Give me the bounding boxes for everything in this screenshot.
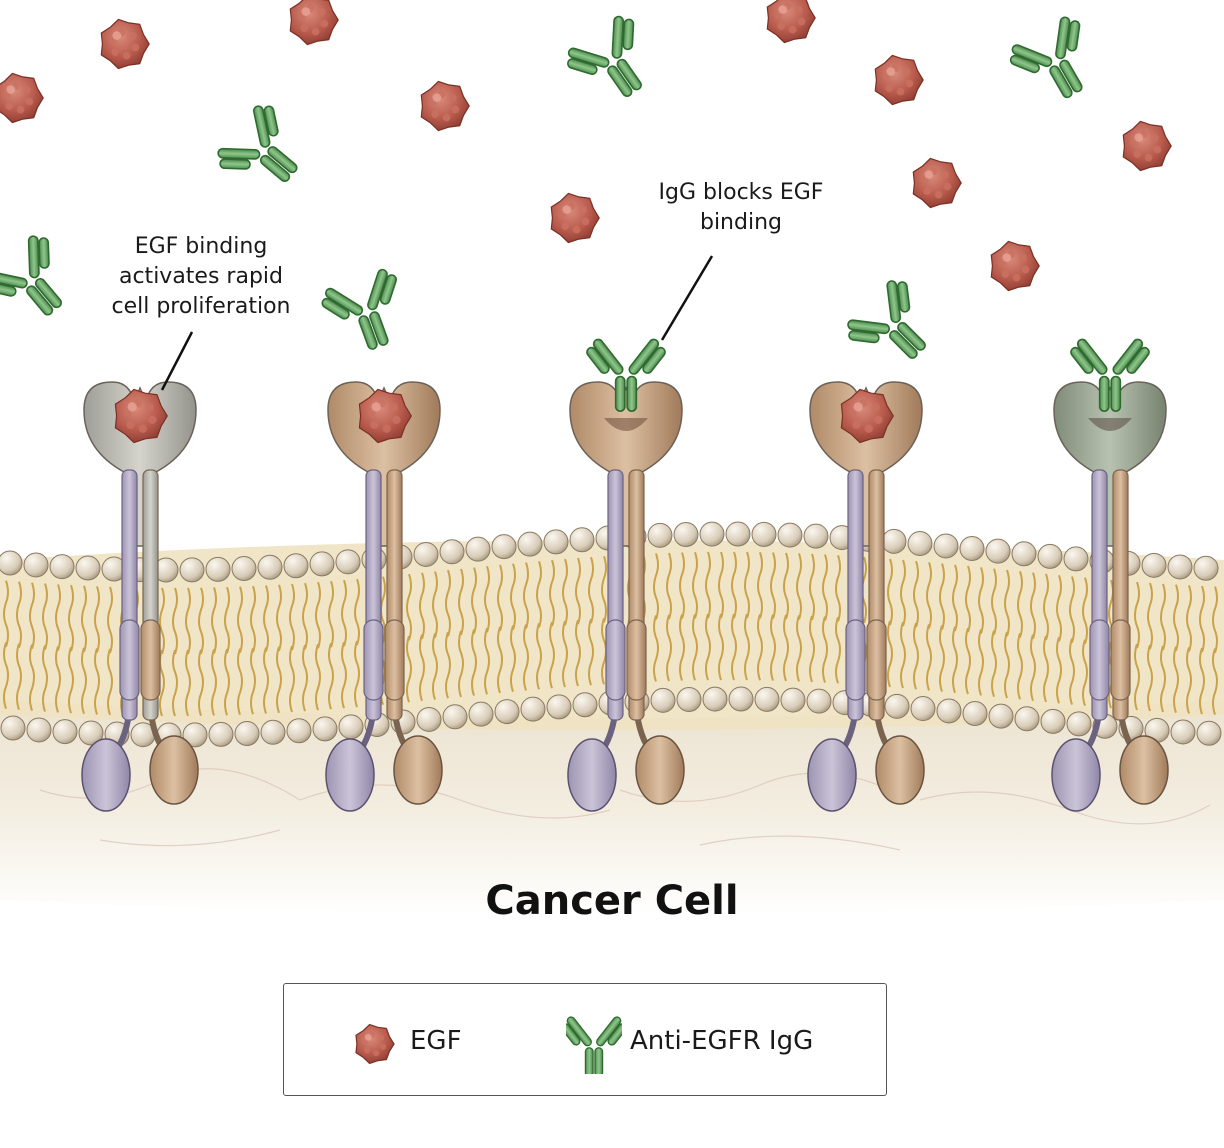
phospholipid-heads (0, 521, 1222, 748)
extracellular-space (0, 0, 1172, 359)
free-egf (1122, 120, 1172, 172)
bound-igg (586, 338, 666, 412)
egf-legend-icon (355, 1023, 395, 1065)
egf-annotation-line-2: activates rapid (118, 264, 283, 289)
igg-blocks-annotation: IgG blocks EGF binding (636, 178, 846, 238)
receptor-extracellular-domain (1053, 381, 1167, 547)
egfr-receptors (81, 338, 1169, 812)
free-igg (847, 280, 926, 359)
igg-legend-label: Anti-EGFR IgG (630, 1026, 814, 1056)
receptor-kinase-domain-left (567, 738, 617, 812)
receptor-kinase-domain-right (149, 735, 199, 805)
free-egf (100, 18, 150, 70)
legend-igg (566, 1016, 622, 1074)
egf-annotation-line-1: EGF binding (134, 234, 268, 259)
free-egf (990, 240, 1040, 292)
igg-legend-icon (566, 1016, 622, 1074)
free-igg (217, 105, 298, 182)
receptor-kinase-domain-right (875, 735, 925, 805)
egf-legend-label: EGF (410, 1026, 462, 1056)
free-egf (874, 54, 924, 106)
egf-annotation-pointer (160, 331, 194, 391)
receptor-kinase-domain-left (325, 738, 375, 812)
igg-annotation-line-2: binding (699, 210, 782, 235)
free-igg (321, 268, 397, 350)
egf-binding-annotation: EGF binding activates rapid cell prolife… (96, 232, 306, 322)
free-egf (550, 192, 600, 244)
receptor-kinase-domain-left (81, 738, 131, 812)
bound-egf (840, 388, 895, 444)
receptor-kinase-domain-left (1051, 738, 1101, 812)
egf-annotation-line-3: cell proliferation (111, 294, 291, 319)
receptor-kinase-domain-right (635, 735, 685, 805)
receptor-kinase-domain-right (1119, 735, 1169, 805)
igg-annotation-pointer (660, 255, 714, 341)
free-igg (0, 235, 62, 316)
egfr-receptor (1051, 338, 1169, 812)
free-egf (289, 0, 339, 46)
free-egf (766, 0, 816, 44)
receptor-extracellular-domain (569, 381, 683, 547)
free-igg (1009, 16, 1083, 99)
egfr-receptor (81, 381, 199, 812)
receptor-kinase-domain-left (807, 738, 857, 812)
legend-egf (355, 1023, 395, 1065)
free-egf (420, 80, 470, 132)
egfr-receptor (807, 381, 925, 812)
cancer-cell-title: Cancer Cell (485, 878, 739, 924)
igg-annotation-line-1: IgG blocks EGF (658, 180, 824, 205)
legend-box: EGF Anti-EGFR IgG (283, 983, 887, 1096)
egfr-receptor (567, 338, 685, 812)
bound-igg (1070, 338, 1150, 412)
free-igg (567, 15, 642, 97)
bound-egf (358, 388, 413, 444)
egfr-receptor (325, 381, 443, 812)
free-egf (912, 157, 962, 209)
bound-egf (114, 388, 169, 444)
receptor-kinase-domain-right (393, 735, 443, 805)
free-egf (0, 72, 44, 124)
